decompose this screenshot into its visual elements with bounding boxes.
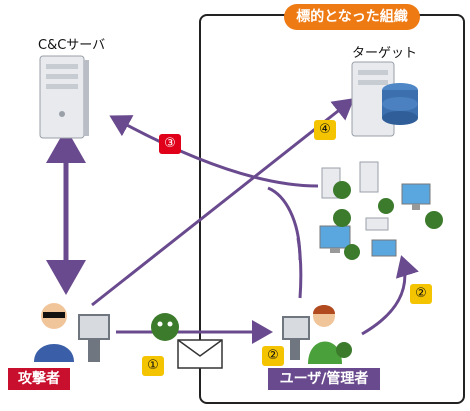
- infected-to-cc-arrow: [109, 115, 319, 188]
- person-icon: [34, 303, 110, 362]
- step-2-badge: ②: [410, 284, 432, 304]
- office-pc-cluster: [319, 161, 443, 260]
- person-icon: [282, 305, 352, 364]
- user-to-pcs-arrow: [361, 255, 419, 336]
- organization-title: 標的となった組織: [284, 4, 420, 30]
- step-3-badge: ③: [159, 134, 181, 154]
- attacker-label: 攻撃者: [8, 368, 70, 390]
- attacker-to-target-arrow: [91, 98, 355, 307]
- user-up-arrow: [296, 237, 303, 299]
- infected-to-cc-branch: [267, 186, 302, 261]
- database-server-icon: [351, 61, 418, 137]
- target-label: ターゲット: [352, 46, 418, 61]
- virus-icon: [151, 313, 179, 341]
- step-2-badge: ②: [262, 346, 284, 366]
- organization-boundary: [199, 14, 465, 404]
- server-icon: [39, 55, 89, 139]
- step-4-badge: ④: [314, 120, 336, 140]
- cc-server-label: C&Cサーバ: [38, 38, 106, 53]
- user-label: ユーザ/管理者: [268, 368, 380, 390]
- step-1-badge: ①: [142, 356, 164, 376]
- mail-icon: [177, 339, 223, 369]
- pc-icon: [319, 161, 431, 257]
- virus-icon: [333, 181, 443, 260]
